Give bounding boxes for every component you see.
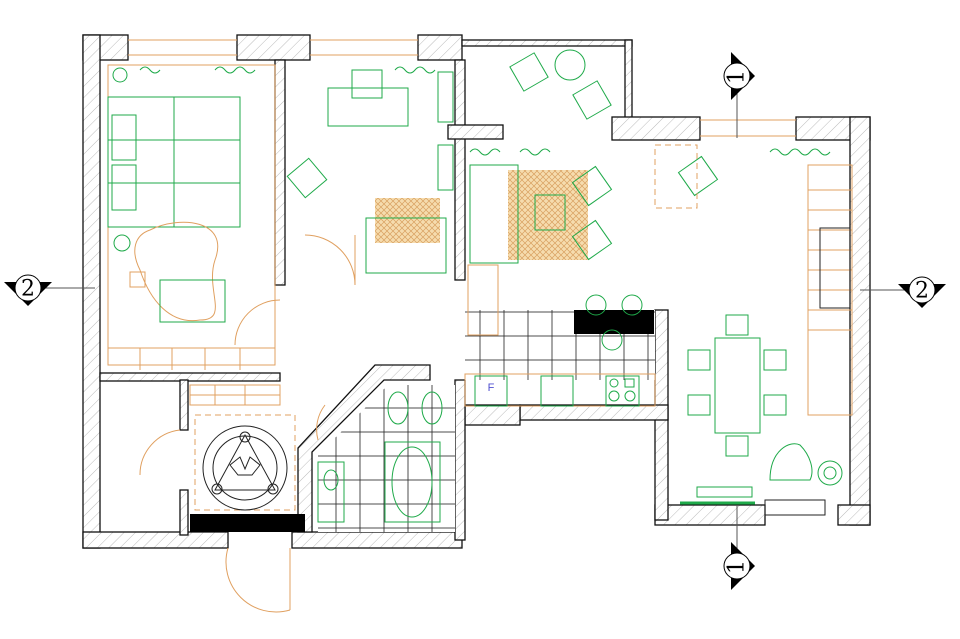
bedroom xyxy=(107,64,281,370)
hallway xyxy=(139,384,326,613)
study xyxy=(286,66,454,286)
fridge-label: F xyxy=(488,382,495,394)
section-marker-left: 2 xyxy=(4,274,95,306)
section-marker-top: 1 xyxy=(723,52,755,138)
section-label: 2 xyxy=(915,279,929,304)
walls xyxy=(82,34,871,549)
living-room xyxy=(467,144,853,516)
bathroom xyxy=(317,391,443,523)
section-label: 1 xyxy=(725,560,750,574)
section-marker-bottom: 1 xyxy=(723,505,755,590)
hall-bench-black xyxy=(190,514,305,532)
windows xyxy=(128,39,796,137)
bathroom-tile-floor xyxy=(318,385,455,532)
kitchen: F xyxy=(464,294,656,407)
section-label: 2 xyxy=(21,277,35,302)
section-label: 1 xyxy=(725,70,750,84)
balcony xyxy=(509,49,612,120)
section-marker-right: 2 xyxy=(860,276,946,308)
